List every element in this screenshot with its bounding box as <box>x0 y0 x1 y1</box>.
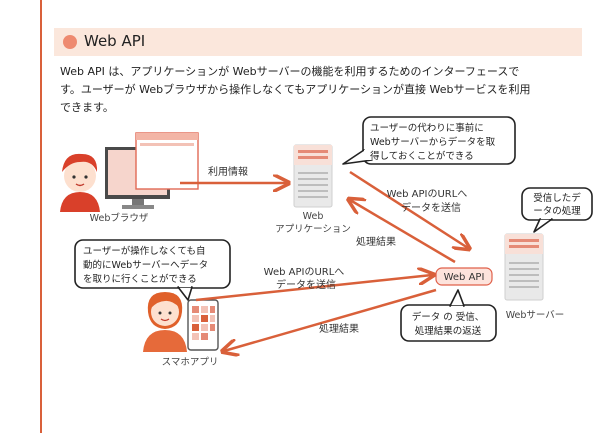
app-result-arrow <box>350 200 456 264</box>
section-title: Web API <box>84 32 146 50</box>
section-heading-bar <box>54 28 582 56</box>
bubble-line: データ の 受信、 <box>412 311 485 323</box>
web-app-label: Web <box>303 211 324 222</box>
bubble-line: 得しておくことができる <box>370 150 474 162</box>
bubble-line: ユーザーの代わりに事前に <box>370 122 484 134</box>
phone-auto-bubble: ユーザーが操作しなくても自 動的にWebサーバーへデータ を取りに行くことができ… <box>74 239 231 301</box>
app-prefetch-bubble: ユーザーの代わりに事前に Webサーバーからデータを取 得しておくことができる <box>342 116 516 165</box>
intro-line: す。ユーザーが Webブラウザから操作しなくてもアプリケーションが直接 Webサ… <box>60 83 531 96</box>
intro-paragraph: Web API は、アプリケーションが Webサーバーの機能を利用するためのイン… <box>60 63 580 117</box>
phone-send-label: データを送信 <box>276 278 336 291</box>
web-server-icon <box>504 233 544 301</box>
web-server-label: Webサーバー <box>506 310 565 321</box>
phone-send-label: Web APIのURLへ <box>264 267 345 278</box>
phone-result-label: 処理結果 <box>319 322 359 335</box>
web-api-label: Web API <box>444 272 485 283</box>
browser-label: Webブラウザ <box>90 212 149 224</box>
left-rule <box>40 0 42 433</box>
bullet-dot-icon <box>63 35 77 49</box>
smartphone-user-icon <box>143 292 187 352</box>
intro-line: できます。 <box>60 101 114 114</box>
bubble-line: Webサーバーからデータを取 <box>370 136 496 148</box>
bubble-line: 受信したデ <box>533 192 581 204</box>
server-process-bubble: 受信したデ ータの処理 <box>521 187 593 233</box>
bubble-line: 処理結果の返送 <box>415 325 482 337</box>
usage-info-label: 利用情報 <box>208 165 248 178</box>
phone-result-arrow <box>224 288 437 351</box>
intro-line: Web API は、アプリケーションが Webサーバーの機能を利用するためのイン… <box>60 65 520 78</box>
smartphone-icon <box>187 299 219 351</box>
computer-browser-icon <box>105 132 199 209</box>
bubble-line: ユーザーが操作しなくても自 <box>83 245 206 257</box>
app-send-label: Web APIのURLへ <box>387 189 468 200</box>
bubble-line: 動的にWebサーバーへデータ <box>83 259 208 271</box>
app-result-label: 処理結果 <box>356 235 396 248</box>
smartphone-app-label: スマホアプリ <box>162 357 219 368</box>
user-avatar-icon <box>60 153 100 212</box>
app-server-icon <box>293 144 333 208</box>
app-send-arrow <box>349 170 468 248</box>
bubble-line: ータの処理 <box>533 205 581 217</box>
api-receive-bubble: データ の 受信、 処理結果の返送 <box>400 289 497 342</box>
app-send-label: データを送信 <box>401 201 461 214</box>
bubble-line: を取りに行くことができる <box>83 273 197 285</box>
web-app-label: アプリケーション <box>275 224 351 235</box>
phone-send-arrow <box>195 275 432 302</box>
